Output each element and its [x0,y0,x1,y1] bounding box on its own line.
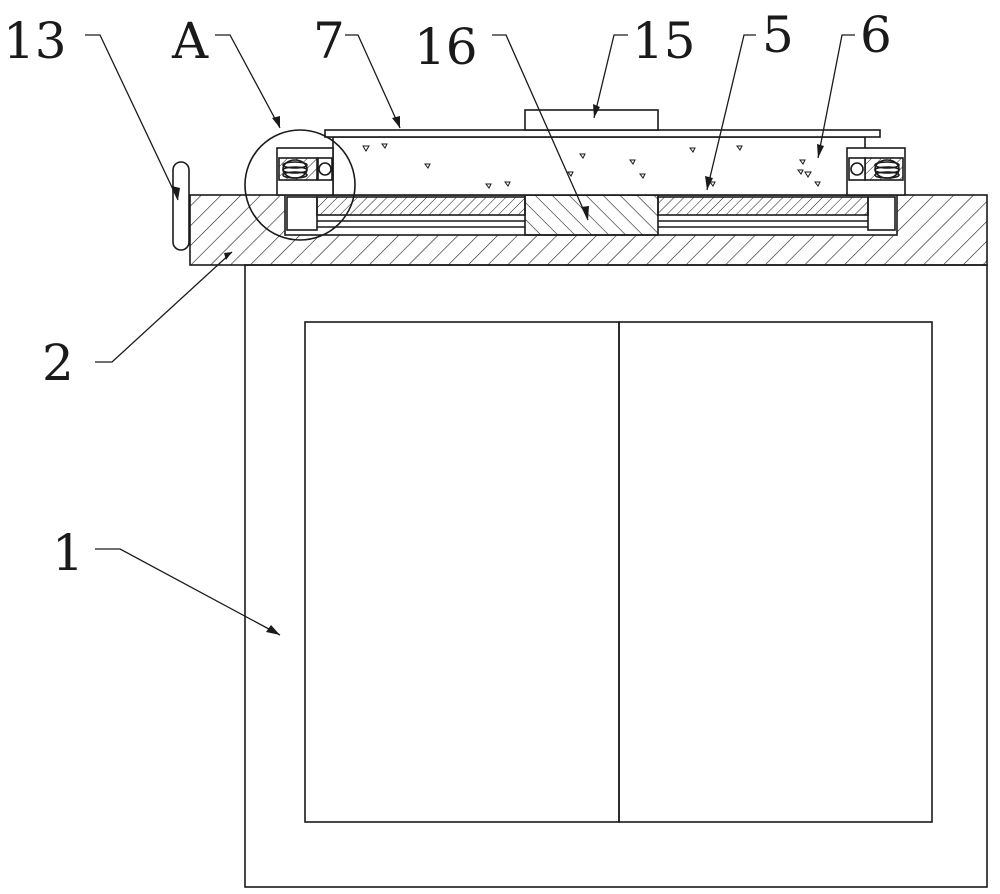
label-2: 2 [42,338,74,388]
label-a: A [172,16,208,66]
leader-15 [594,35,628,118]
label-1: 1 [52,528,84,578]
sliding-slab [333,137,865,195]
label-5: 5 [762,10,794,60]
leader-7 [345,35,400,128]
leader-13 [85,35,178,200]
leader-a [215,35,280,128]
leader-2 [95,252,232,362]
rail-right [658,197,868,215]
handle [173,162,189,250]
label-7: 7 [313,16,345,66]
main-body [245,265,987,887]
label-15: 15 [632,16,696,66]
label-13: 13 [3,16,67,66]
label-16: 16 [414,22,478,72]
top-cover [325,130,880,137]
top-block [525,110,658,130]
label-6: 6 [860,10,892,60]
center-block [525,195,658,235]
